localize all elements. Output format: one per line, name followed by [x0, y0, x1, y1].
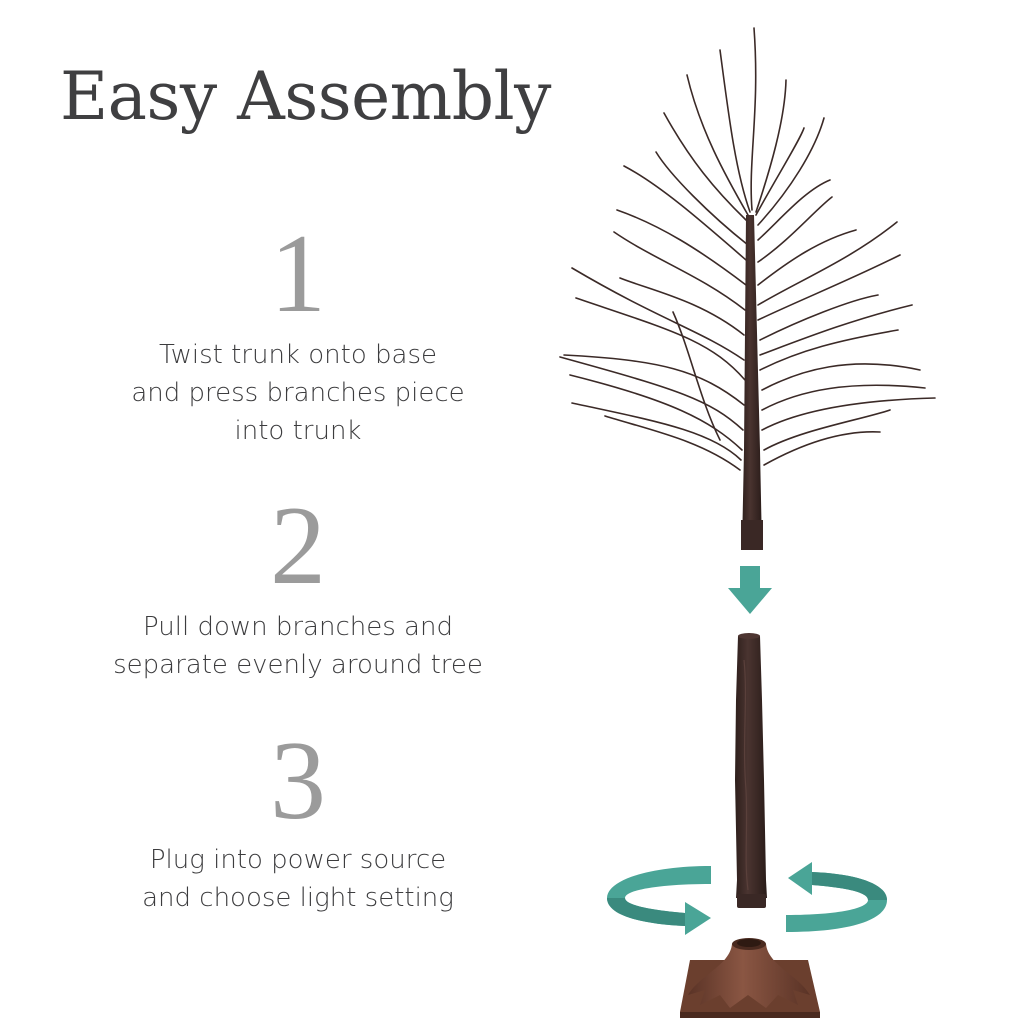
upper-trunk: [742, 215, 762, 548]
step-3: 3 Plug into power source and choose ligh…: [60, 725, 536, 917]
step-line: Twist trunk onto base: [159, 340, 437, 370]
page-title: Easy Assembly: [60, 58, 551, 135]
rotate-left-arrow-icon: [786, 862, 887, 932]
step-line: and press branches piece: [131, 378, 465, 408]
step-1: 1 Twist trunk onto base and press branch…: [60, 218, 536, 450]
step-2: 2 Pull down branches and separate evenly…: [60, 490, 536, 684]
step-number: 2: [270, 484, 326, 608]
step-line: into trunk: [234, 416, 362, 446]
rotate-right-arrow-icon: [607, 866, 711, 935]
lower-trunk-icon: [735, 633, 767, 908]
upper-tree-icon: [559, 27, 936, 471]
step-line: Plug into power source: [149, 845, 447, 875]
tree-stand-base-icon: [680, 938, 820, 1018]
down-arrow-icon: [728, 566, 772, 614]
step-description: Plug into power source and choose light …: [60, 841, 536, 917]
step-number: 3: [270, 719, 326, 843]
step-description: Twist trunk onto base and press branches…: [60, 336, 536, 450]
step-line: Pull down branches and: [143, 612, 453, 642]
step-number: 1: [270, 212, 326, 336]
trunk-joint: [741, 520, 763, 550]
step-line: separate evenly around tree: [113, 650, 483, 680]
step-line: and choose light setting: [142, 883, 454, 913]
step-description: Pull down branches and separate evenly a…: [60, 608, 536, 684]
